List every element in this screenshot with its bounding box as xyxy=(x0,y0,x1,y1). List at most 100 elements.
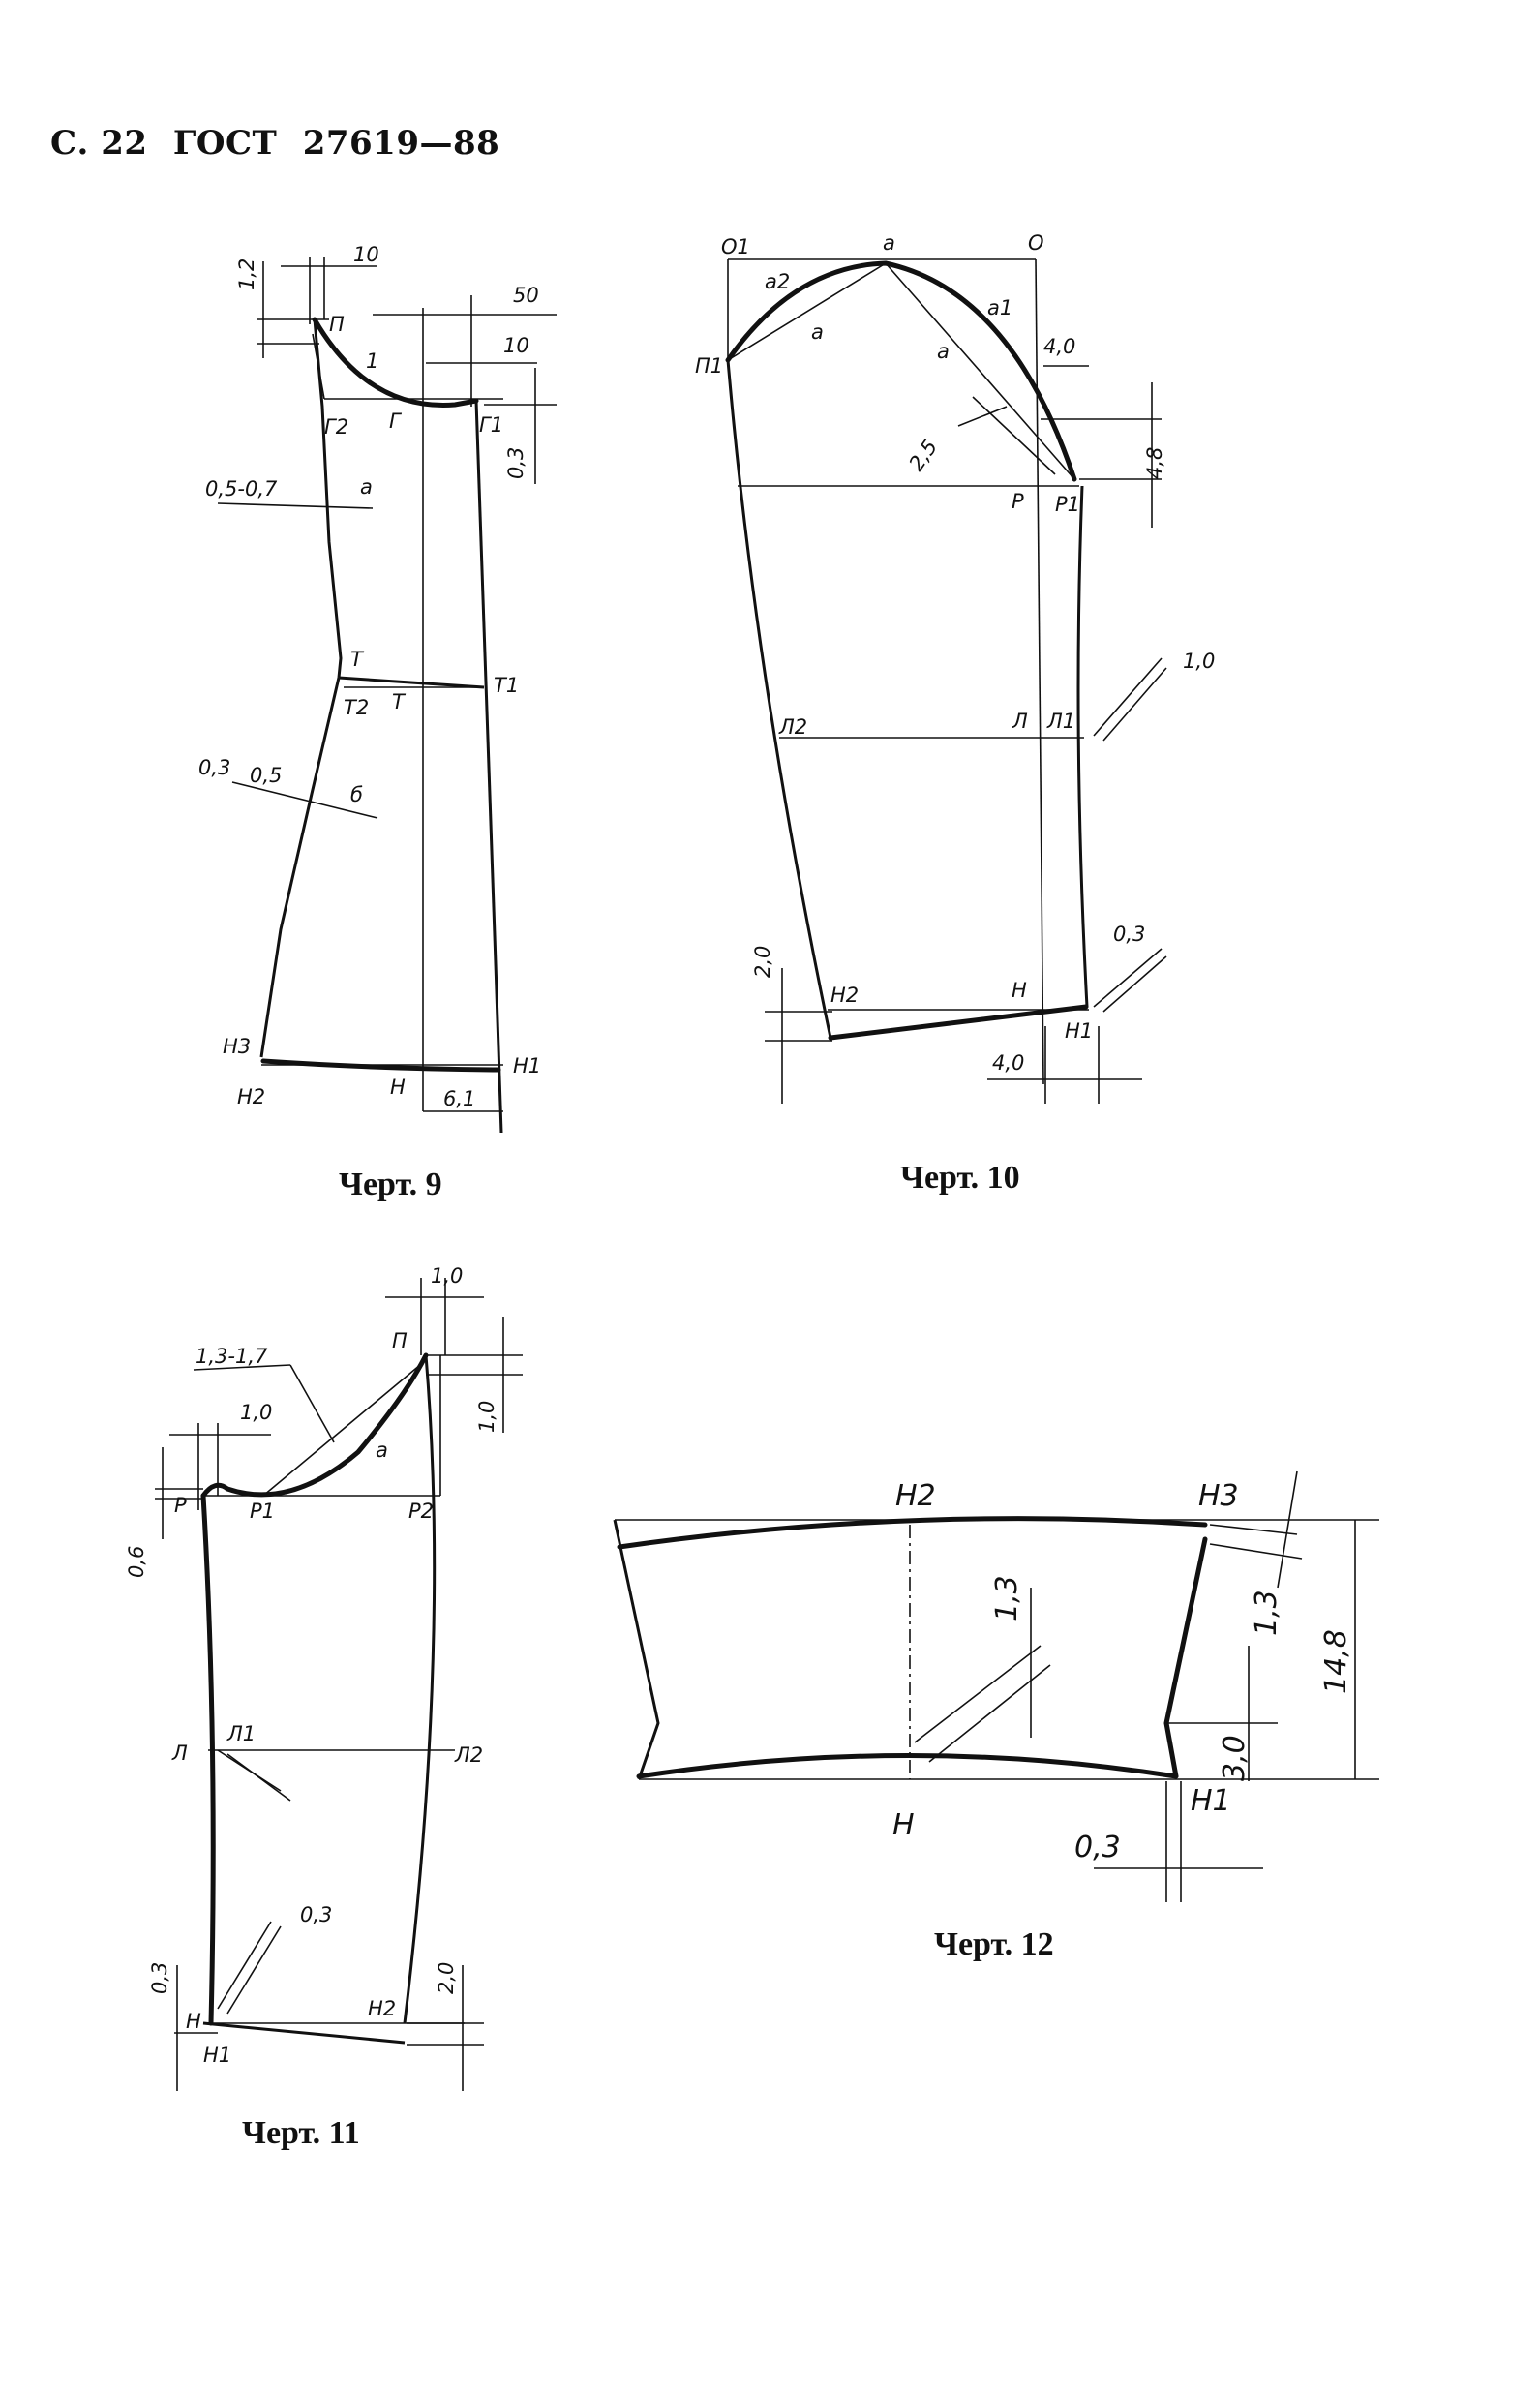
fig9-pt-N1: Н1 xyxy=(513,1054,541,1077)
fig9-waist-dart xyxy=(338,676,485,689)
fig11-pt-L2: Л2 xyxy=(454,1743,483,1767)
fig10-pt-N: Н xyxy=(1012,979,1027,1002)
fig11-right-seam xyxy=(403,1354,437,2024)
fig10-pt-L2: Л2 xyxy=(778,715,807,739)
fig12-dim-line xyxy=(914,1645,1042,1743)
fig10-hem-edge xyxy=(828,1004,1089,1041)
fig10-dim-aR: а xyxy=(937,340,950,363)
fig11-dim-03b: 0,3 xyxy=(148,1962,171,1994)
fig10-pt-O1: О1 xyxy=(721,235,750,258)
fig10-pt-R: Р xyxy=(1012,490,1024,513)
figure-12: Н2 Н3 1,3 1,3 14,8 3,0 Н Н1 0,3 xyxy=(613,1470,1379,1902)
fig11-dim-10c: 1,0 xyxy=(475,1401,498,1433)
fig9-pt-N3: Н3 xyxy=(223,1035,251,1058)
fig11-dim-line xyxy=(226,1925,282,2015)
fig10-dim-line xyxy=(1093,657,1163,737)
fig9-dim-1-2: 1,2 xyxy=(235,258,258,290)
fig9-pt-G: Г xyxy=(389,409,403,433)
fig9-dim-10b: 10 xyxy=(503,334,529,357)
fig10-dim-10: 1,0 xyxy=(1183,650,1215,673)
fig9-pt-N: Н xyxy=(390,1076,406,1099)
caption-fig12: Черт. 12 xyxy=(934,1926,1054,1962)
fig10-dim-03: 0,3 xyxy=(1113,923,1145,946)
fig12-left-edge xyxy=(613,1519,660,1780)
fig10-left-seam xyxy=(726,359,832,1039)
fig10-dim-40b: 4,0 xyxy=(992,1051,1024,1075)
fig11-dim-03a: 0,3 xyxy=(300,1903,332,1926)
fig12-bottom-curve xyxy=(636,1753,1179,1779)
fig10-right-seam xyxy=(1076,485,1089,1008)
fig9-dim-a: а xyxy=(360,475,373,499)
fig11-sleeve-cap xyxy=(200,1352,429,1499)
fig9-dim-10a: 10 xyxy=(353,243,379,266)
fig10-dim-ext xyxy=(972,396,1056,475)
fig11-pt-R1: Р1 xyxy=(250,1500,275,1523)
figure-10: О1 а О а2 а а1 а П1 4,0 2,5 4,8 Р Р1 1,0… xyxy=(695,231,1215,1104)
fig10-pt-O: О xyxy=(1028,231,1044,255)
fig10-dim-ext xyxy=(957,406,1008,427)
fig10-dim-line xyxy=(1093,948,1163,1008)
fig10-dim-20: 2,0 xyxy=(751,946,774,978)
fig11-pt-R: Р xyxy=(174,1494,187,1517)
fig9-dim-61: 6,1 xyxy=(443,1087,475,1110)
fig9-dim-1: 1 xyxy=(366,349,378,373)
fig9-dim-line xyxy=(231,781,378,819)
fig10-pt-R1: Р1 xyxy=(1055,493,1080,516)
fig9-pt-T2: Т2 xyxy=(344,696,369,719)
fig12-dim-148: 14,8 xyxy=(1319,1629,1353,1694)
fig9-dim-05: 0,5 xyxy=(250,764,282,787)
caption-fig11: Черт. 11 xyxy=(242,2115,360,2151)
fig10-dim-25: 2,5 xyxy=(904,436,942,475)
fig9-armhole-curve xyxy=(312,317,479,408)
fig10-dim-line xyxy=(1102,955,1167,1013)
fig11-pt-L: Л xyxy=(171,1742,188,1765)
fig12-dim-13b: 1,3 xyxy=(1250,1590,1283,1636)
fig11-dim-line xyxy=(226,1753,291,1802)
fig12-dim-line xyxy=(928,1664,1051,1763)
fig10-pt-a1: а1 xyxy=(987,296,1012,319)
page-number: С. 22 xyxy=(50,124,148,163)
fig9-dim-03b: 0,3 xyxy=(198,756,230,779)
fig12-top-curve xyxy=(617,1516,1208,1550)
fig12-dim-30: 3,0 xyxy=(1218,1735,1252,1781)
fig9-side-top xyxy=(313,318,343,679)
fig9-dim-line xyxy=(217,502,374,509)
fig9-pt-G2: Г2 xyxy=(324,415,348,439)
fig10-pt-L: Л xyxy=(1012,710,1028,733)
fig9-side-bottom xyxy=(259,677,341,1058)
fig11-pt-L1: Л1 xyxy=(226,1722,256,1745)
fig12-pt-N3: Н3 xyxy=(1198,1479,1239,1513)
fig10-chord-right xyxy=(885,262,1075,480)
fig12-pt-N1: Н1 xyxy=(1191,1784,1231,1818)
fig12-dim-13a: 1,3 xyxy=(990,1575,1024,1621)
fig9-dim-03: 0,3 xyxy=(504,447,528,479)
fig11-leader xyxy=(193,1364,291,1371)
fig11-hem-edge xyxy=(202,2021,406,2045)
fig11-dim-a: а xyxy=(376,1439,388,1462)
fig11-pt-R2: Р2 xyxy=(408,1500,434,1523)
standard-name: ГОСТ xyxy=(172,124,278,163)
fig9-hem-curve xyxy=(260,1058,501,1073)
figure-9: П Г2 Г Г1 Т Т2 Т Т1 Н3 Н2 Н Н1 1,2 10 50… xyxy=(198,243,557,1134)
fig11-pt-N: Н xyxy=(186,2010,201,2033)
fig11-dim-10b: 1,0 xyxy=(240,1401,272,1424)
fig12-dim-ext xyxy=(1209,1543,1303,1560)
fig11-dim-line xyxy=(217,1921,272,2010)
fig9-pt-T1: Т1 xyxy=(494,674,519,697)
fig10-dim-40a: 4,0 xyxy=(1043,335,1075,358)
fig11-pt-N1: Н1 xyxy=(203,2044,231,2067)
page-header: С. 22 ГОСТ 27619—88 xyxy=(50,124,513,163)
fig11-dim-20: 2,0 xyxy=(435,1962,458,1994)
fig11-pt-N2: Н2 xyxy=(368,1997,396,2020)
fig10-pt-a2: а2 xyxy=(765,270,790,293)
fig9-dim-0507: 0,5-0,7 xyxy=(205,477,278,500)
fig9-dim-50: 50 xyxy=(513,284,539,307)
fig11-chord xyxy=(262,1359,427,1497)
caption-fig9: Черт. 9 xyxy=(339,1167,442,1202)
fig11-pt-P: П xyxy=(392,1329,408,1352)
fig10-pt-a: а xyxy=(883,231,895,255)
fig12-dim-ext xyxy=(1209,1524,1298,1535)
fig10-pt-N2: Н2 xyxy=(830,984,859,1007)
